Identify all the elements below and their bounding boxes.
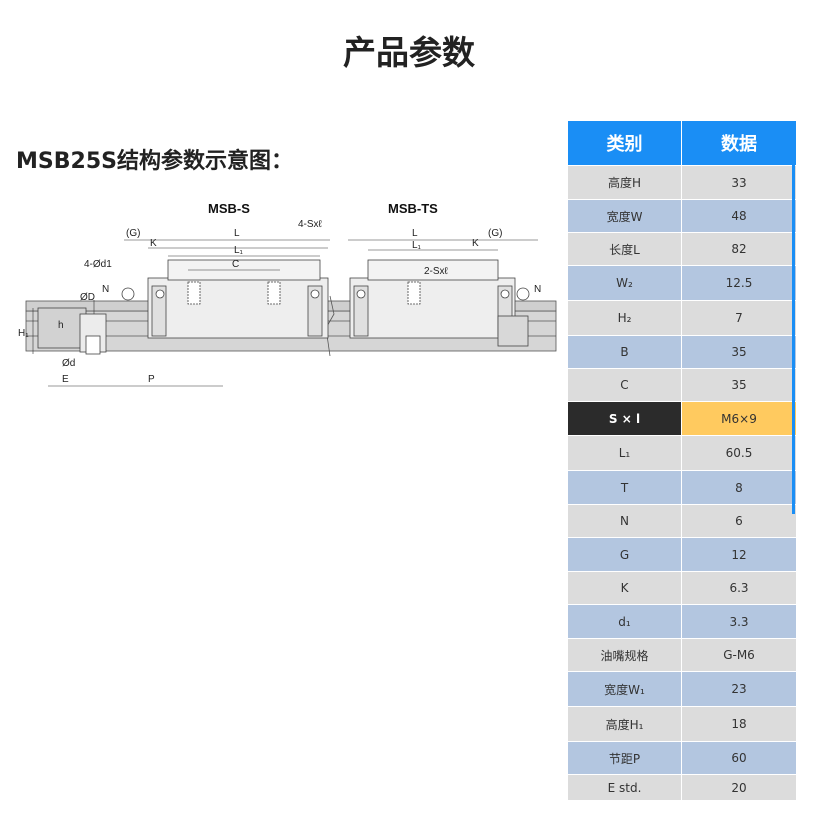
diagram-title-msb-ts: MSB-TS — [388, 201, 438, 216]
label-l1-left: L₁ — [234, 245, 244, 256]
param-value: M6×9 — [681, 401, 797, 436]
label-d1: 4-Ød1 — [84, 259, 112, 270]
section-title: MSB25S结构参数示意图： — [16, 149, 293, 174]
param-name: 高度H — [567, 165, 682, 200]
param-name: 高度H₁ — [567, 706, 682, 742]
param-value: 3.3 — [681, 604, 797, 639]
label-od: ØD — [80, 292, 95, 303]
param-name: E std. — [567, 774, 682, 801]
table-header-category: 类别 — [567, 120, 682, 166]
label-k-left: K — [150, 238, 157, 249]
label-d: Ød — [62, 358, 75, 369]
diagram-title-msb-s: MSB-S — [208, 201, 250, 216]
param-name: B — [567, 335, 682, 369]
param-value: 18 — [681, 706, 797, 742]
param-value: 23 — [681, 671, 797, 707]
param-name: S × l — [567, 401, 682, 436]
label-sxl2: 2-Sxℓ — [424, 266, 449, 277]
param-value: 7 — [681, 300, 797, 336]
param-value: 8 — [681, 470, 797, 505]
page-title: 产品参数 — [343, 33, 475, 72]
param-name: C — [567, 368, 682, 402]
label-c: C — [232, 259, 239, 270]
param-value: 60.5 — [681, 435, 797, 471]
param-value: 6 — [681, 504, 797, 538]
label-g-right: (G) — [488, 228, 502, 239]
rail-section — [37, 307, 529, 355]
param-value: 6.3 — [681, 571, 797, 605]
label-k-right: K — [472, 238, 479, 249]
label-e: E — [62, 374, 69, 385]
param-name: 宽度W₁ — [567, 671, 682, 707]
param-value: G-M6 — [681, 638, 797, 672]
label-l1-right: L₁ — [412, 240, 422, 251]
param-value: 48 — [681, 199, 797, 233]
param-name: 宽度W — [567, 199, 682, 233]
param-name: N — [567, 504, 682, 538]
param-name: L₁ — [567, 435, 682, 471]
param-value: 12 — [681, 537, 797, 572]
param-value: 82 — [681, 232, 797, 266]
table-scrollbar[interactable] — [792, 164, 795, 514]
table-header-data: 数据 — [681, 120, 797, 166]
param-name: K — [567, 571, 682, 605]
param-name: H₂ — [567, 300, 682, 336]
label-g-left: (G) — [126, 228, 140, 239]
table-row: E std.20 — [567, 774, 797, 801]
label-h: h — [58, 320, 64, 331]
param-value: 60 — [681, 741, 797, 775]
param-value: 35 — [681, 335, 797, 369]
param-name: 长度L — [567, 232, 682, 266]
param-name: T — [567, 470, 682, 505]
param-name: d₁ — [567, 604, 682, 639]
param-name: 节距P — [567, 741, 682, 775]
param-name: W₂ — [567, 265, 682, 301]
block-msb-s — [121, 259, 329, 339]
label-p: P — [148, 374, 155, 385]
label-n-right: N — [534, 284, 541, 295]
param-name: 油嘴规格 — [567, 638, 682, 672]
label-l-left: L — [234, 228, 240, 239]
param-value: 33 — [681, 165, 797, 200]
param-value: 35 — [681, 368, 797, 402]
label-sxl4: 4-Sxℓ — [298, 219, 323, 230]
param-name: G — [567, 537, 682, 572]
structure-diagram: MSB-S MSB-TS — [18, 201, 557, 387]
param-value: 12.5 — [681, 265, 797, 301]
param-value: 20 — [681, 774, 797, 801]
label-l-right: L — [412, 228, 418, 239]
label-h1: H₁ — [18, 328, 29, 339]
label-n-left: N — [102, 284, 109, 295]
